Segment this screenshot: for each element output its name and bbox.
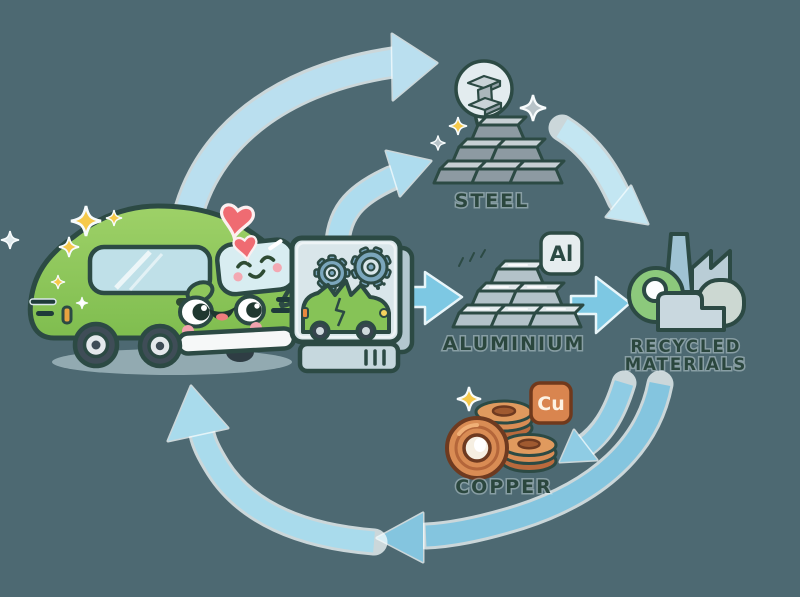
cu-badge: Cu [529,381,573,425]
arrow-factory-to-copper [558,370,637,464]
front-bumper [175,326,297,356]
taillight [61,305,73,325]
windshield [215,237,298,297]
factory-icon [627,232,746,332]
rear-wheel [72,321,120,369]
arrow-bottom-to-car [166,384,388,556]
shredder-machine [271,235,415,374]
crushed-car [301,279,391,342]
arrow-factory-to-bottom [375,370,674,564]
machine-vents [364,349,386,366]
eco-car [1,204,320,375]
arrow-steel-to-factory [548,114,650,226]
aluminium-node: Al ALUMINIUM [441,231,586,357]
side-window [87,244,213,296]
steel-label: STEEL [455,190,530,212]
smiling-mouth [209,307,235,320]
recycled-label-line1: RECYCLED [630,337,741,356]
al-badge: Al [539,231,584,276]
steel-node: STEEL [431,59,566,214]
aluminium-scribbles [458,249,486,267]
front-wheel [137,323,183,369]
copper-label: COPPER [455,476,553,498]
al-badge-label: Al [550,242,573,266]
gear-icon [313,246,392,292]
copper-coils [445,399,558,480]
recycled-label-line2: MATERIALS [625,355,747,374]
cu-badge-label: Cu [537,393,564,415]
machine-speed-lines [271,297,291,313]
aluminium-label: ALUMINIUM [443,333,586,355]
recycling-plant-node: RECYCLED MATERIALS [623,232,747,376]
arrow-shredder-to-aluminium [405,270,464,326]
copper-node: Cu COPPER [445,381,573,500]
windshield-face [236,255,276,279]
front-wheel-shadow [226,352,254,362]
speed-lines [29,298,57,316]
i-beam-icon [466,74,503,117]
